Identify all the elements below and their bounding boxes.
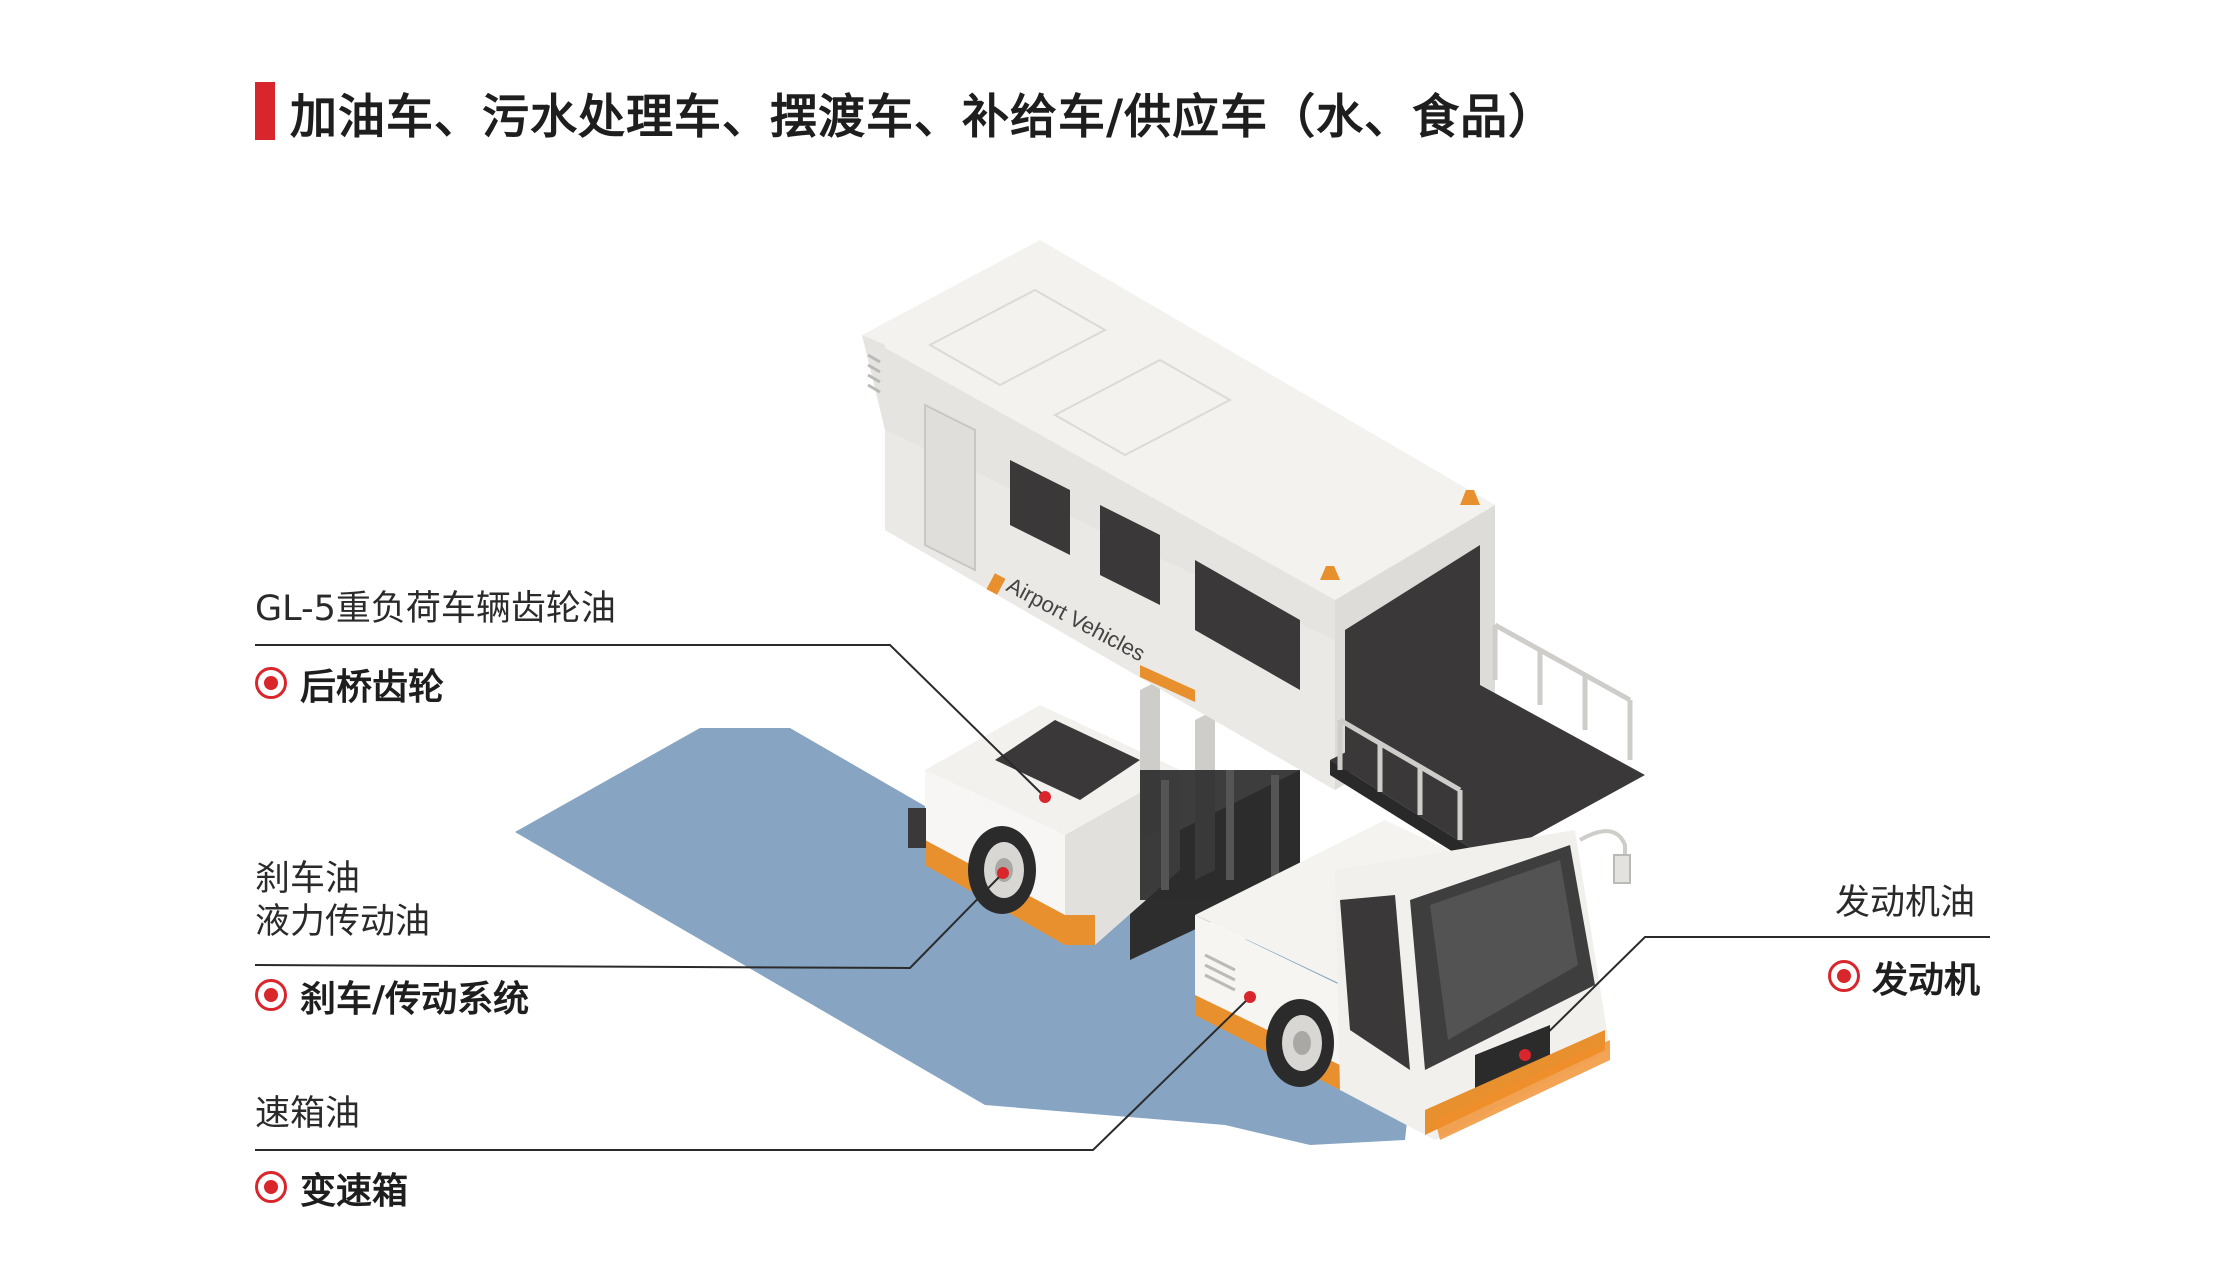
- cab-windshield-glass: [1430, 860, 1578, 1040]
- cabin-vent: [867, 353, 881, 394]
- roof-panel-2: [1052, 358, 1233, 457]
- leader-points: [997, 791, 1531, 1061]
- rear-bumper: [908, 808, 926, 848]
- mirror-glass: [1613, 854, 1631, 884]
- callout-dot-icon: [255, 1171, 287, 1203]
- leader-line-engine: [1524, 936, 1990, 1056]
- platform-edge: [1330, 760, 1490, 875]
- oil-label-rear-axle: GL-5重负荷车辆齿轮油: [255, 589, 616, 629]
- leader-line-gearbox: [255, 996, 1251, 1151]
- rear-unit-hatch: [995, 720, 1140, 800]
- roof-panel-1: [927, 288, 1108, 387]
- oil-label-engine: 发动机油: [1835, 883, 1976, 923]
- part-label-gearbox: 变速箱: [300, 1171, 409, 1212]
- leader-line-brake: [254, 872, 1004, 970]
- cabin-top: [862, 240, 1495, 600]
- cabin-side-upper: [862, 335, 1335, 640]
- oil-label-brake: 刹车油 液力传动油: [255, 859, 431, 942]
- callout-dot-icon: [1828, 960, 1860, 992]
- part-label-brake: 刹车/传动系统: [300, 979, 530, 1020]
- oil-label-gearbox: 速箱油: [255, 1094, 361, 1134]
- part-label-rear-axle: 后桥齿轮: [300, 667, 445, 708]
- leader-lines: [254, 644, 1990, 1151]
- cabin-door: [924, 403, 976, 572]
- platform-railing: [1337, 622, 1633, 840]
- logo-mark: [986, 573, 1006, 595]
- callout-dot-icon: [255, 667, 287, 699]
- cab-bumper-front: [1435, 1040, 1610, 1140]
- part-label-engine: 发动机: [1872, 960, 1981, 1001]
- title-accent-bar: [255, 82, 275, 140]
- body-stripe: [1140, 665, 1195, 702]
- lift-columns: [1140, 680, 1300, 900]
- ground-shadow: [515, 728, 1420, 1145]
- cabin-opening: [1345, 545, 1480, 775]
- front-vent: [1204, 953, 1236, 992]
- callout-dot-icon: [255, 979, 287, 1011]
- cabin-side: [885, 430, 1335, 790]
- cab-side-window: [1340, 895, 1410, 1070]
- front-wheel: [1266, 999, 1334, 1087]
- page-title: 加油车、污水处理车、摆渡车、补给车/供应车（水、食品）: [290, 90, 1557, 145]
- cabin-windows: [1010, 460, 1300, 690]
- platform: [1330, 685, 1645, 860]
- leader-line-rear-axle: [255, 644, 1046, 798]
- cab-grille: [1475, 1025, 1550, 1090]
- side-mirror: [1579, 829, 1627, 860]
- beacon-lights: [1320, 490, 1480, 580]
